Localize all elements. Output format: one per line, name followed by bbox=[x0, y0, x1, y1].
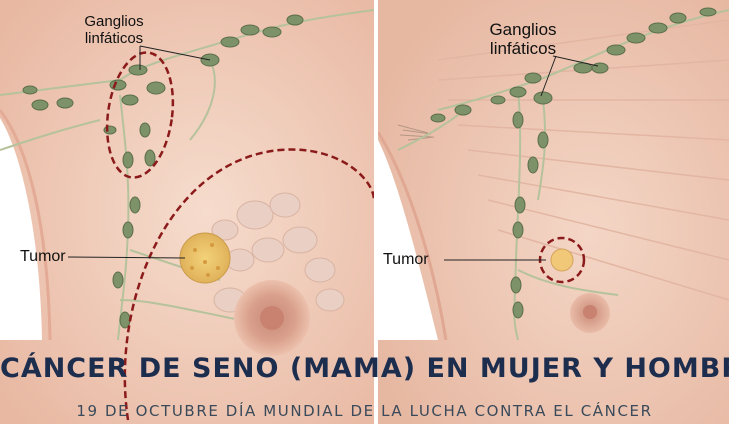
lymph-label-line1: Ganglios bbox=[84, 13, 144, 30]
nipple bbox=[583, 305, 597, 319]
lymph-node-outline bbox=[105, 51, 175, 179]
lymph-label-line1: Ganglios bbox=[489, 20, 557, 39]
lymph-label-line2: linfáticos bbox=[84, 30, 144, 47]
arm-silhouette bbox=[0, 118, 42, 340]
panel-divider bbox=[374, 0, 378, 424]
lymph-leader-line bbox=[552, 55, 599, 67]
tumor-mass bbox=[179, 232, 231, 284]
female-breast-drawing bbox=[0, 0, 374, 424]
tumor-mass bbox=[550, 248, 574, 272]
lymph-nodes bbox=[22, 14, 304, 329]
lymph-node-label: Ganglios linfáticos bbox=[480, 20, 566, 58]
tumor-label: Tumor bbox=[20, 248, 66, 265]
lymph-vessels bbox=[397, 9, 729, 341]
lymph-label-line2: linfáticos bbox=[489, 39, 557, 58]
male-breast-drawing bbox=[378, 0, 729, 424]
arm-silhouette bbox=[378, 140, 438, 340]
page-title: CÁNCER DE SENO (MAMA) EN MUJER Y HOMBRE bbox=[0, 353, 729, 384]
armpit-hair bbox=[397, 124, 435, 141]
male-breast-illustration: Ganglios linfáticos Tumor bbox=[378, 0, 729, 424]
tumor-label: Tumor bbox=[383, 251, 429, 268]
page-subtitle: 19 DE OCTUBRE DÍA MUNDIAL DE LA LUCHA CO… bbox=[76, 402, 653, 420]
tumor-leader-line bbox=[67, 256, 186, 259]
lymph-nodes bbox=[430, 7, 717, 319]
lymph-node-label: Ganglios linfáticos bbox=[78, 13, 150, 47]
breast-lobes bbox=[211, 192, 345, 313]
tumor-texture bbox=[190, 243, 220, 277]
breast-outline bbox=[123, 148, 374, 421]
nipple bbox=[260, 306, 284, 330]
lymph-leader-line bbox=[139, 45, 211, 61]
female-breast-illustration: Ganglios linfáticos Tumor bbox=[0, 0, 374, 424]
